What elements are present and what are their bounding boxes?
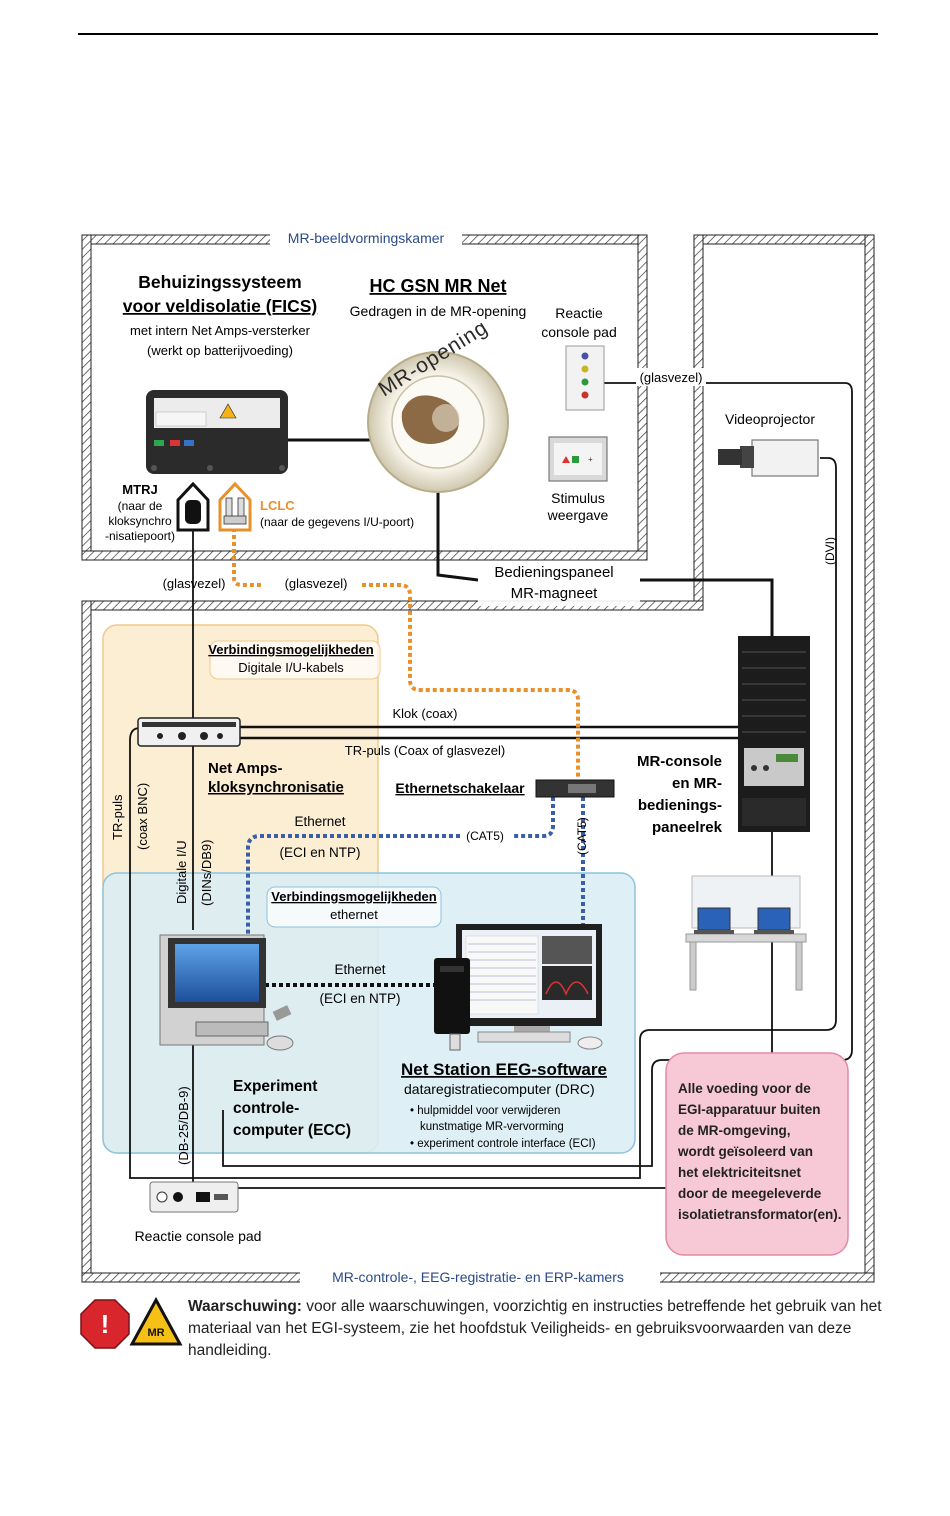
cable-ethernet <box>246 797 585 940</box>
dvi-label: (DVI) <box>823 537 837 565</box>
mr-room-label: MR-beeldvormingskamer <box>288 230 445 246</box>
mtrj-l3: -nisatiepoort) <box>105 529 175 543</box>
conn2-title: Verbindingsmogelijkheden <box>271 889 436 904</box>
svg-text:!: ! <box>101 1309 110 1339</box>
hcgsn-title: HC GSN MR Net <box>369 276 506 296</box>
ethernet-switch-icon <box>535 779 615 798</box>
cat5-label: (CAT5) <box>466 829 504 843</box>
lclc-sub: (naar de gegevens I/U-poort) <box>260 515 414 529</box>
drc-computer-icon <box>434 924 603 1051</box>
mtrj-l2: kloksynchro <box>108 514 172 528</box>
ecc-computer-icon <box>159 934 294 1051</box>
power-note-line: de MR-omgeving, <box>678 1123 791 1138</box>
coax-bnc-label: (coax BNC) <box>135 783 150 850</box>
dins-label: (DINs/DB9) <box>199 840 214 906</box>
conn2-sub: ethernet <box>330 907 378 922</box>
glasvezel-label-pad: (glasvezel) <box>640 370 703 385</box>
ethernet-label-top: Ethernet <box>294 814 345 829</box>
power-note-box <box>665 1052 849 1256</box>
cat5-vertical-label: (CAT5) <box>575 817 589 855</box>
console-l2: en MR- <box>672 775 722 792</box>
panel-l2: MR-magneet <box>511 585 599 602</box>
response-pad-bottom-icon <box>149 1181 239 1213</box>
klok-label: Klok (coax) <box>392 706 457 721</box>
stimulus-l1: Stimulus <box>551 490 605 506</box>
mtrj-connector-icon <box>176 481 210 532</box>
fics-title2: voor veldisolatie (FICS) <box>123 296 317 316</box>
lclc-connector-icon <box>218 481 252 532</box>
netamps-clock-sync-box <box>137 717 241 747</box>
fics-box <box>146 390 288 474</box>
power-note-line: EGI-apparatuur buiten <box>678 1102 821 1117</box>
response-pad-bottom-label: Reactie console pad <box>135 1228 262 1244</box>
console-l1: MR-console <box>637 753 722 770</box>
mr-console-rack-icon <box>738 636 810 832</box>
netstation-title: Net Station EEG-software <box>401 1060 607 1079</box>
conn1-sub: Digitale I/U-kabels <box>238 660 344 675</box>
ecc-l2: controle- <box>233 1100 299 1117</box>
power-note-line: wordt geïsoleerd van <box>677 1144 813 1159</box>
power-note-line: het elektriciteitsnet <box>678 1165 802 1180</box>
stimulus-l2: weergave <box>547 507 609 523</box>
cable-lclc-fiber <box>232 528 580 780</box>
netstation-b1a: • hulpmiddel voor verwijderen <box>410 1105 560 1117</box>
power-note-line: door de meegeleverde <box>678 1186 822 1201</box>
netamps-l2: kloksynchronisatie <box>208 779 344 796</box>
warning-body: voor alle waarschuwingen, voorzichtig en… <box>188 1298 882 1359</box>
conn1-title: Verbindingsmogelijkheden <box>208 642 373 657</box>
fics-sub2: (werkt op batterijvoeding) <box>147 343 293 358</box>
ethernet-label-mid: Ethernet <box>334 962 385 977</box>
svg-text:+: + <box>588 455 593 464</box>
fics-sub1: met intern Net Amps-versterker <box>130 323 311 338</box>
trpuls-coax-label: TR-puls (Coax of glasvezel) <box>345 743 505 758</box>
digitale-iu-label: Digitale I/U <box>174 840 189 904</box>
console-desk-icon <box>685 875 807 991</box>
stimulus-display-icon: + <box>548 436 608 482</box>
panel-l1: Bedieningspaneel <box>494 564 613 581</box>
mr-bore-icon <box>367 351 509 493</box>
response-pad-top-l2: console pad <box>541 324 617 340</box>
lclc-title: LCLC <box>260 498 295 513</box>
videoprojector-label: Videoprojector <box>725 411 815 427</box>
power-note-text: Alle voeding voor de EGI-apparatuur buit… <box>677 1081 842 1222</box>
fics-title1: Behuizingssysteem <box>138 272 301 292</box>
response-pad-top-icon <box>565 345 605 411</box>
mtrj-l1: (naar de <box>118 499 163 513</box>
switch-label: Ethernetschakelaar <box>395 780 525 796</box>
stop-warning-icon: ! <box>80 1299 130 1349</box>
eci-ntp-label-top: (ECI en NTP) <box>279 845 360 860</box>
warning-label: Waarschuwing: <box>188 1298 302 1315</box>
glasvezel-label-mtrj: (glasvezel) <box>163 576 226 591</box>
glasvezel-label-lclc: (glasvezel) <box>285 576 348 591</box>
console-l4: paneelrek <box>652 819 723 836</box>
eci-ntp-label-mid: (ECI en NTP) <box>319 991 400 1006</box>
response-pad-top-l1: Reactie <box>555 305 603 321</box>
conn2-label-box <box>266 886 442 928</box>
netstation-sub: dataregistratiecomputer (DRC) <box>404 1081 595 1097</box>
power-note-line: Alle voeding voor de <box>678 1081 811 1096</box>
mr-warning-badge: MR <box>147 1327 164 1339</box>
trpuls-label: TR-puls <box>110 794 125 840</box>
db25-label: (DB-25/DB-9) <box>176 1086 191 1165</box>
mtrj-title: MTRJ <box>122 482 157 497</box>
console-l3: bedienings- <box>638 797 722 814</box>
cables-black <box>129 382 853 1189</box>
netstation-b1b: kunstmatige MR-vervorming <box>420 1121 564 1133</box>
videoprojector-icon <box>718 439 819 477</box>
mr-warning-icon <box>129 1296 183 1346</box>
ecc-l1: Experiment <box>233 1078 317 1095</box>
ecc-l3: computer (ECC) <box>233 1122 351 1139</box>
netstation-b2: • experiment controle interface (ECI) <box>410 1138 596 1150</box>
conn1-label-box <box>209 640 381 680</box>
hcgsn-sub: Gedragen in de MR-opening <box>350 303 527 319</box>
control-room-label: MR-controle-, EEG-registratie- en ERP-ka… <box>332 1269 624 1285</box>
warning-text: Waarschuwing: voor alle waarschuwingen, … <box>188 1296 888 1362</box>
netamps-l1: Net Amps- <box>208 760 282 777</box>
power-note-line: isolatietransformator(en). <box>678 1207 842 1222</box>
